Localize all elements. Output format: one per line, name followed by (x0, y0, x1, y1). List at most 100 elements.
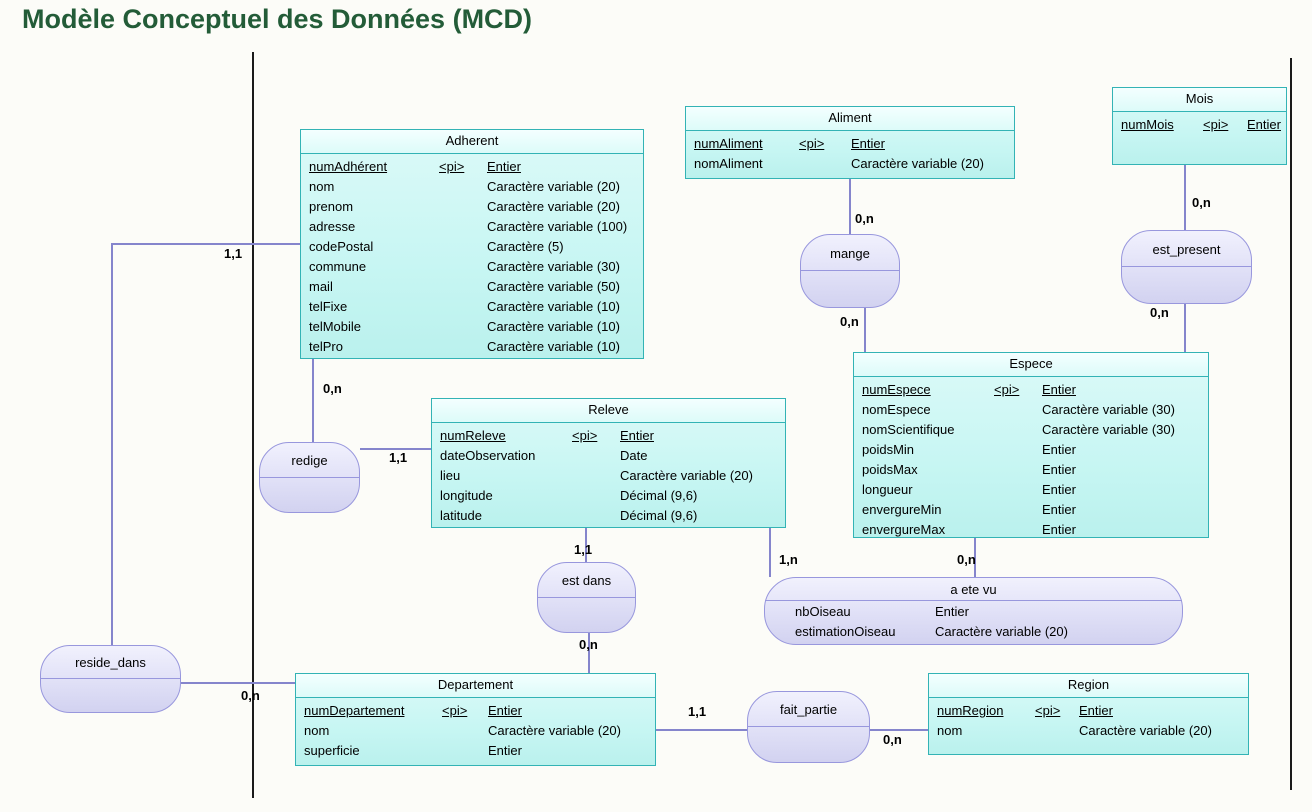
cardinality-label: 0,n (579, 637, 598, 652)
attribute-pi: <pi> (439, 159, 465, 174)
relation-title: est_present (1152, 241, 1221, 257)
attribute-type: Entier (488, 703, 522, 718)
entity-attributes: numMois<pi>Entier (1113, 112, 1286, 135)
attribute-pi (994, 420, 1042, 440)
attribute-name: envergureMin (862, 502, 942, 517)
connector-adherent-reside-dans-h (111, 243, 300, 245)
relation-divider (748, 726, 869, 727)
relation-mange[interactable]: mange (800, 234, 900, 308)
attribute-pi (572, 466, 620, 486)
attribute-name: prenom (309, 199, 354, 214)
attribute-row: numReleve<pi>Entier (440, 426, 781, 446)
attribute-name: longueur (862, 482, 913, 497)
attribute-pi (994, 400, 1042, 420)
connector-releve-est-dans (585, 528, 587, 562)
attribute-type: Entier (620, 428, 654, 443)
attribute-pi: <pi> (994, 382, 1020, 397)
entity-mois[interactable]: Mois numMois<pi>Entier (1112, 87, 1287, 165)
attribute-type: Entier (1042, 442, 1076, 457)
relation-title: reside_dans (75, 655, 146, 670)
relation-redige[interactable]: redige (259, 442, 360, 513)
relation-est-present[interactable]: est_present (1121, 230, 1252, 304)
attribute-type: Caractère (5) (487, 239, 564, 254)
relation-title: fait_partie (779, 702, 838, 717)
attribute-pi (994, 460, 1042, 480)
attribute-pi (994, 480, 1042, 500)
attribute-type: Entier (851, 136, 885, 151)
cardinality-label: 0,n (1192, 195, 1211, 210)
attribute-row: numEspece <pi> Entier (862, 380, 1204, 400)
relation-fait-partie[interactable]: fait_partie (747, 691, 870, 763)
attribute-name: latitude (440, 508, 482, 523)
attribute-name: mail (309, 279, 333, 294)
relation-title: est dans (561, 572, 612, 588)
attribute-type: Entier (1247, 117, 1281, 132)
attribute-pi: <pi> (572, 428, 598, 443)
attribute-name: numDepartement (304, 703, 405, 718)
relation-divider (801, 270, 899, 271)
attribute-pi (439, 177, 487, 197)
attribute-pi (799, 154, 851, 174)
relation-divider (41, 678, 180, 679)
attribute-name: nbOiseau (795, 604, 851, 619)
attribute-type: Caractère variable (30) (487, 259, 620, 274)
attribute-name: numAliment (694, 136, 763, 151)
attribute-name: commune (309, 259, 367, 274)
attribute-row: latitude Décimal (9,6) (440, 506, 781, 526)
attribute-type: Caractère variable (10) (487, 299, 620, 314)
attribute-name: telMobile (309, 319, 362, 334)
relation-est-dans[interactable]: est dans (537, 562, 636, 633)
attribute-pi (439, 197, 487, 217)
attribute-type: Caractère variable (20) (487, 199, 620, 214)
attribute-name: nom (304, 723, 330, 738)
entity-title: Aliment (686, 107, 1014, 131)
attribute-name: numRegion (937, 703, 1004, 718)
attribute-type: Entier (1042, 382, 1076, 397)
attribute-name: numEspece (862, 382, 931, 397)
attribute-type: Décimal (9,6) (620, 508, 698, 523)
connector-adherent-reside-dans-v (111, 244, 113, 645)
relation-reside-dans[interactable]: reside_dans (40, 645, 181, 713)
attribute-name: nom (937, 723, 963, 738)
attribute-pi (439, 277, 487, 297)
cardinality-label: 1,1 (389, 450, 408, 465)
attribute-name: telFixe (309, 299, 348, 314)
attribute-row: poidsMin Entier (862, 440, 1204, 460)
attribute-name: envergureMax (862, 522, 946, 537)
attribute-pi (994, 520, 1042, 540)
attribute-name: poidsMax (862, 462, 918, 477)
attribute-pi: <pi> (1035, 703, 1061, 718)
attribute-pi (439, 217, 487, 237)
cardinality-label: 0,n (957, 552, 976, 567)
attribute-name: poidsMin (862, 442, 915, 457)
attribute-type: Caractère variable (20) (488, 723, 621, 738)
entity-title: Mois (1113, 88, 1286, 112)
attribute-type: Caractère variable (30) (1042, 402, 1175, 417)
attribute-name: telPro (309, 339, 343, 354)
attribute-pi (994, 500, 1042, 520)
entity-title: Departement (296, 674, 655, 698)
attribute-pi (1035, 721, 1079, 741)
attribute-type: Entier (487, 159, 521, 174)
cardinality-label: 0,n (323, 381, 342, 396)
attribute-type: Date (620, 448, 648, 463)
connector-mange-espece (864, 308, 866, 352)
connector-releve-a-ete-vu (769, 528, 771, 577)
